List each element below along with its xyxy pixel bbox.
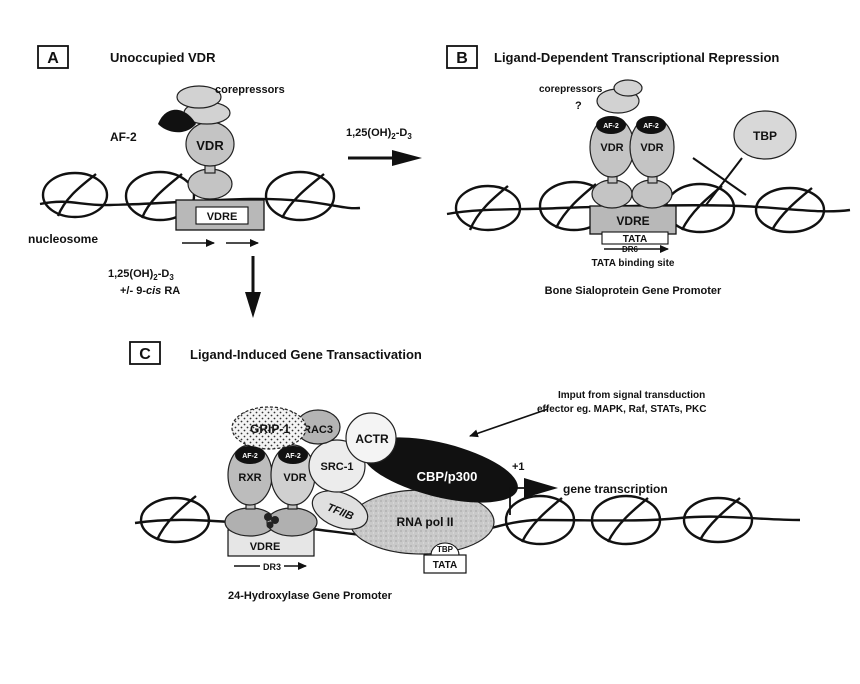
- vdr-label-a: VDR: [196, 138, 224, 153]
- panel-c-title: Ligand-Induced Gene Transactivation: [190, 347, 422, 362]
- vdr-label-b-left: VDR: [600, 142, 623, 154]
- af2-label-c-left: AF-2: [242, 453, 258, 460]
- corepressor-upper-b: [613, 79, 643, 97]
- af2-helix-b-left: [596, 116, 626, 134]
- grip1-label: GRIP-1: [250, 422, 290, 436]
- rxr-label: RXR: [238, 472, 261, 484]
- block-cross-line2: [705, 157, 743, 206]
- af2-helix-c-left: [235, 446, 265, 464]
- cbp-label: CBP/p300: [417, 469, 478, 484]
- af2-helix-a: [158, 109, 196, 133]
- panel-c-letter: C: [139, 346, 151, 363]
- panel-b-letter-box: [446, 45, 478, 69]
- af2-label-c-right: AF-2: [285, 453, 301, 460]
- vdre-label-c: VDRE: [250, 541, 281, 553]
- ligand-label-ab: 1,25(OH)2-D3: [346, 127, 412, 141]
- cbp-p300: [362, 437, 518, 503]
- corepressors-label-b: corepressors: [539, 84, 603, 95]
- tata-box-b: [601, 231, 669, 245]
- promoter-label-b: Bone Sialoprotein Gene Promoter: [545, 285, 722, 297]
- actr-label: ACTR: [355, 432, 389, 446]
- vdr-dbd-b-left: [591, 179, 633, 209]
- tbp-label-c: TBP: [437, 545, 454, 554]
- grip1: [231, 406, 307, 450]
- actr: [345, 412, 397, 464]
- tbp-label-b: TBP: [753, 129, 777, 143]
- tata-binding-site-label: TATA binding site: [592, 258, 675, 269]
- ra-label-ac: +/- 9-cis RA: [120, 285, 180, 297]
- vdr-label-c: VDR: [283, 472, 306, 484]
- af2-label-b-right: AF-2: [643, 123, 659, 130]
- rna-pol-label: RNA pol II: [397, 515, 454, 529]
- vdr-label-b-right: VDR: [640, 142, 663, 154]
- af2-helix-b-right: [636, 116, 666, 134]
- tata-label-c: TATA: [433, 560, 457, 571]
- panel-a: A Unoccupied VDR nucleosome VDRE VDR AF-…: [28, 45, 361, 247]
- vdr-dbd-b-right: [631, 179, 673, 209]
- af2-label-b-left: AF-2: [603, 123, 619, 130]
- panel-b-letter: B: [456, 50, 468, 67]
- panel-a-letter-box: [37, 45, 69, 69]
- panel-a-letter: A: [47, 50, 59, 67]
- dr6-label: DR6: [622, 245, 639, 254]
- tfiib: [311, 490, 369, 530]
- block-cross-line1: [692, 157, 747, 196]
- promoter-label-c: 24-Hydroxylase Gene Promoter: [228, 590, 393, 602]
- gene-transcription-label: gene transcription: [563, 482, 668, 496]
- af2-label-a: AF-2: [110, 130, 137, 144]
- panel-a-title: Unoccupied VDR: [110, 50, 216, 65]
- signal-input-arrow: [469, 408, 549, 438]
- tbp-b: [733, 110, 797, 160]
- input-label-line1: Imput from signal transduction: [558, 390, 705, 401]
- vdre-label-a: VDRE: [207, 211, 238, 223]
- panel-b-title: Ligand-Dependent Transcriptional Repress…: [494, 50, 779, 65]
- plus-one-label: +1: [512, 461, 525, 473]
- corepressor-upper-a: [176, 85, 222, 109]
- tbp-c: [430, 542, 460, 556]
- rac3-label: RAC3: [303, 424, 333, 436]
- panel-c: C Ligand-Induced Gene Transactivation VD…: [129, 341, 801, 602]
- vdre-inner-a: [195, 206, 249, 225]
- transcription-arrow: [524, 478, 558, 498]
- input-label-line2: effector eg. MAPK, Raf, STATs, PKC: [537, 404, 706, 415]
- nucleosome-label: nucleosome: [28, 232, 98, 246]
- arrow-a-to-c: 1,25(OH)2-D3 +/- 9-cis RA: [108, 256, 261, 318]
- corepressors-label-a: corepressors: [215, 84, 285, 96]
- tss-bracket: [509, 487, 528, 515]
- arrow-a-to-b: 1,25(OH)2-D3: [346, 127, 422, 166]
- src1-label: SRC-1: [320, 461, 353, 473]
- panel-b: B Ligand-Dependent Transcriptional Repre…: [446, 45, 851, 297]
- ligand-label-ac: 1,25(OH)2-D3: [108, 268, 174, 282]
- dr3-label: DR3: [263, 562, 281, 572]
- question-mark-b: ?: [575, 100, 582, 112]
- af2-helix-c-right: [278, 446, 308, 464]
- panel-c-letter-box: [129, 341, 161, 365]
- tata-label-b: TATA: [623, 234, 647, 245]
- vdre-box-b: [589, 205, 677, 235]
- vdre-label-b: VDRE: [616, 214, 649, 228]
